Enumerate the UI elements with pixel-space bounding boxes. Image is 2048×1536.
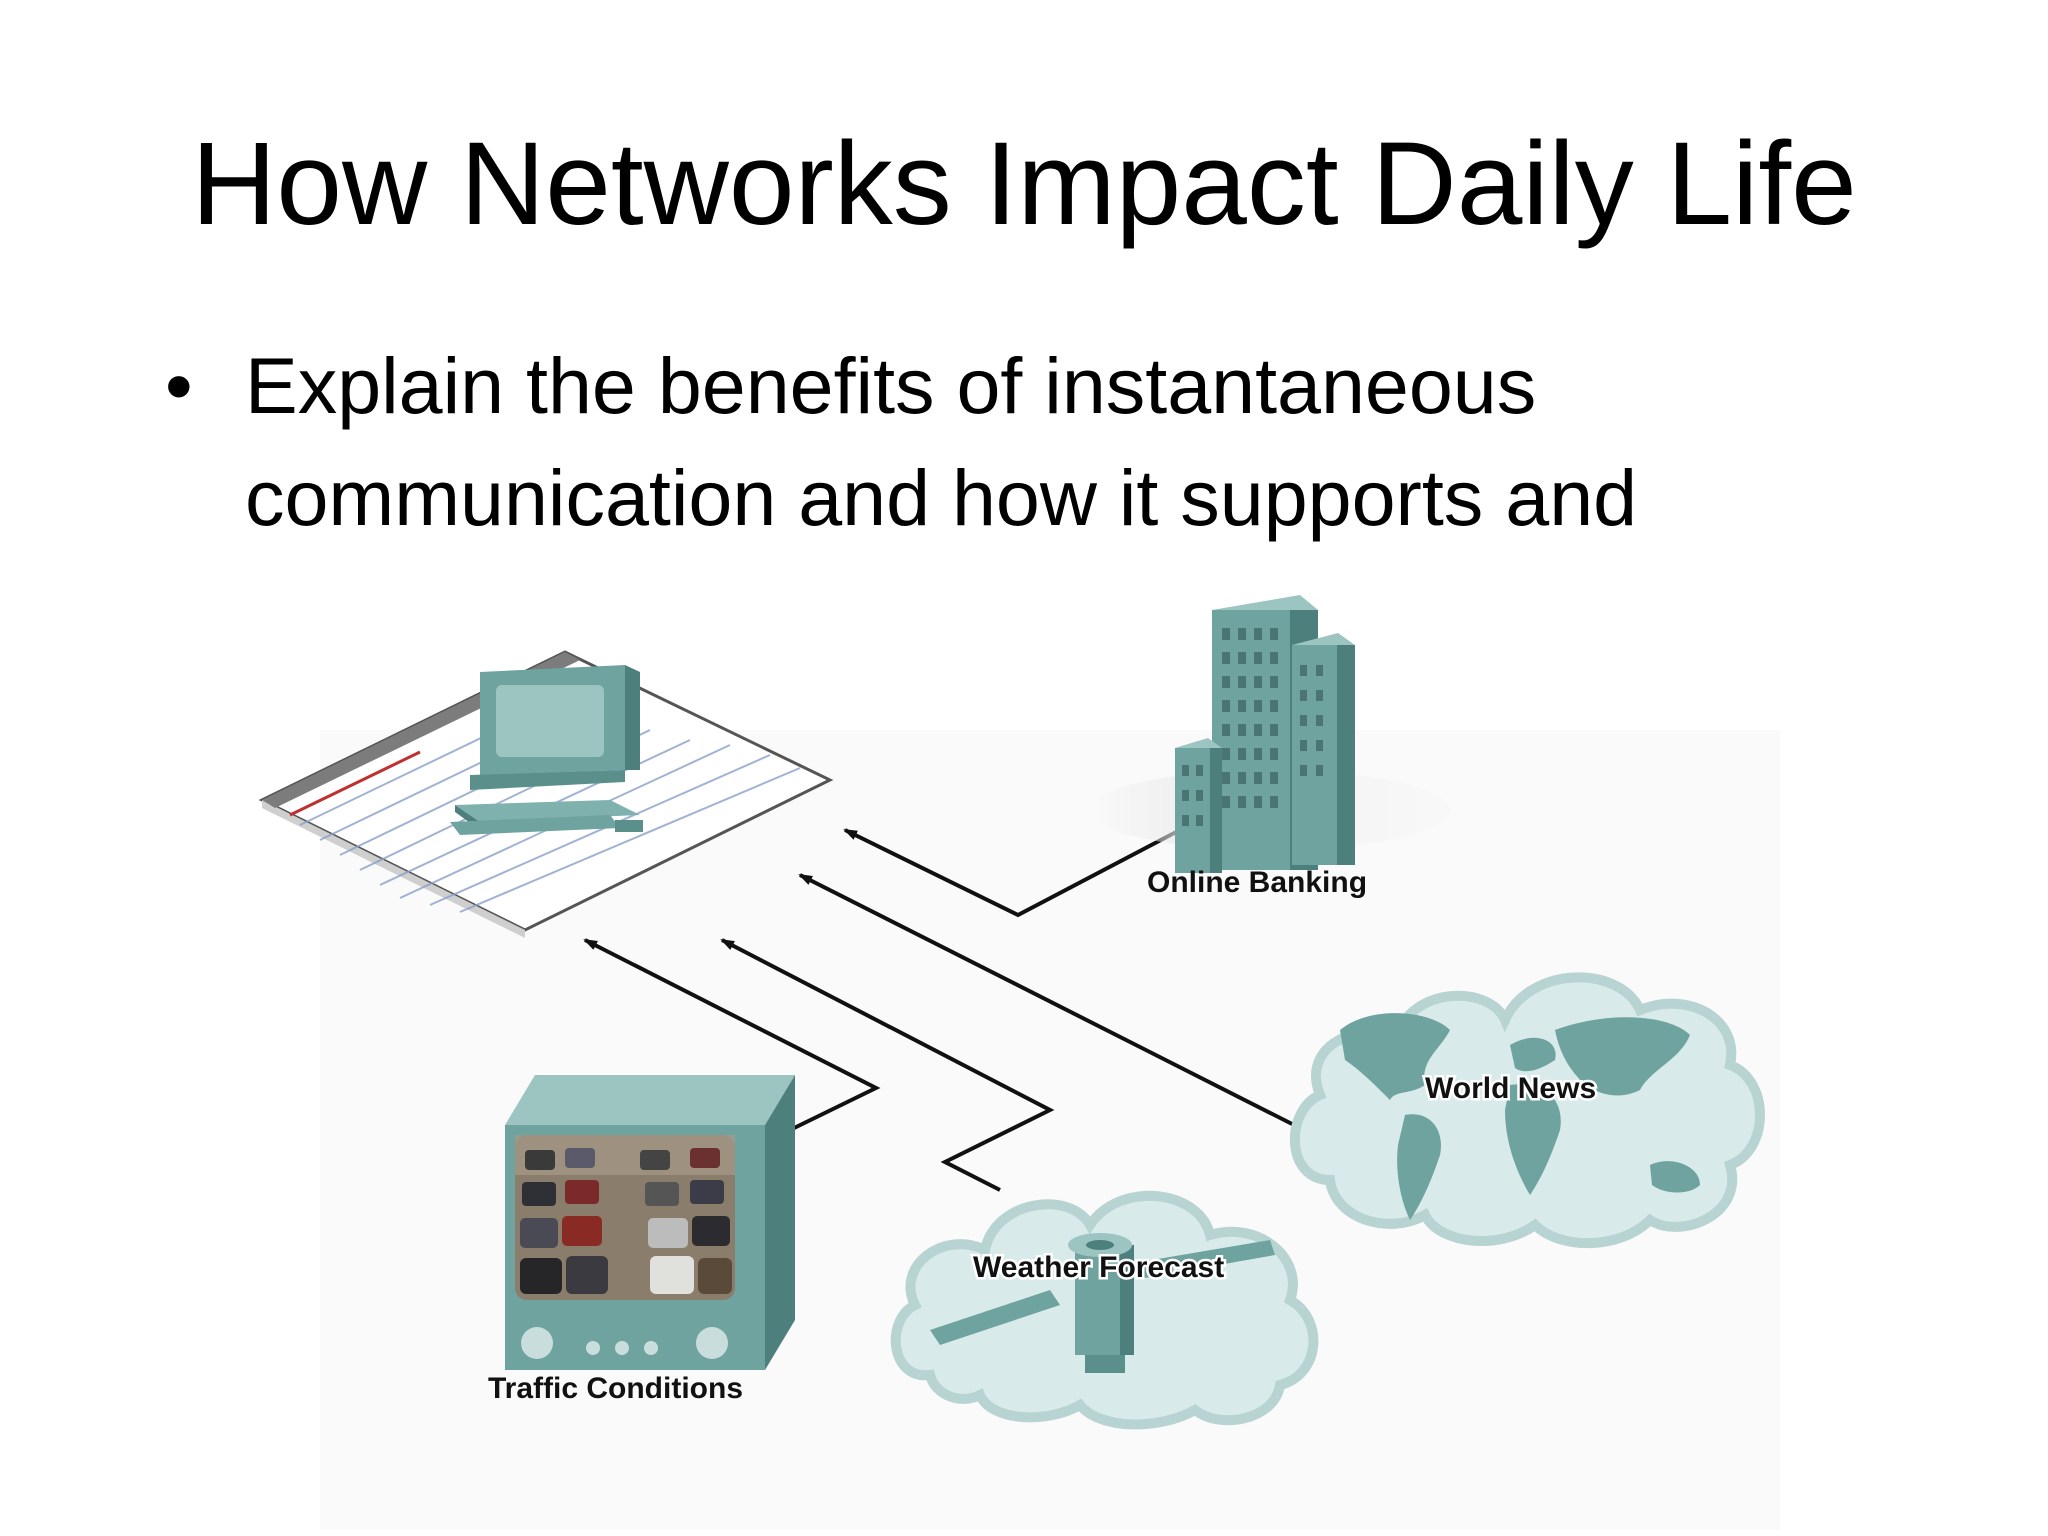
world-map-cloud-icon (1289, 972, 1765, 1249)
arrow-world-news (798, 873, 1301, 1130)
label-online-banking: Online Banking (1147, 866, 1367, 899)
arrow-online-banking (843, 828, 1181, 918)
bullet-dot-icon: • (165, 341, 193, 430)
arrow-traffic-conditions (583, 938, 881, 1132)
connection-arrows (583, 828, 1301, 1192)
label-world-news: World News (1425, 1072, 1596, 1105)
label-weather-forecast: Weather Forecast (973, 1251, 1224, 1284)
traffic-monitor-icon (505, 1075, 795, 1370)
arrow-weather-forecast (720, 938, 1055, 1192)
bank-building-icon (1090, 595, 1450, 873)
slide-title: How Networks Impact Daily Life (191, 118, 1857, 250)
bullet-text: Explain the benefits of instantaneous co… (245, 341, 1638, 542)
computer-webpage-icon (258, 650, 834, 938)
weather-satellite-cloud-icon (890, 1190, 1319, 1430)
traffic-cars-image (515, 1135, 735, 1294)
label-traffic-conditions: Traffic Conditions (488, 1372, 743, 1405)
